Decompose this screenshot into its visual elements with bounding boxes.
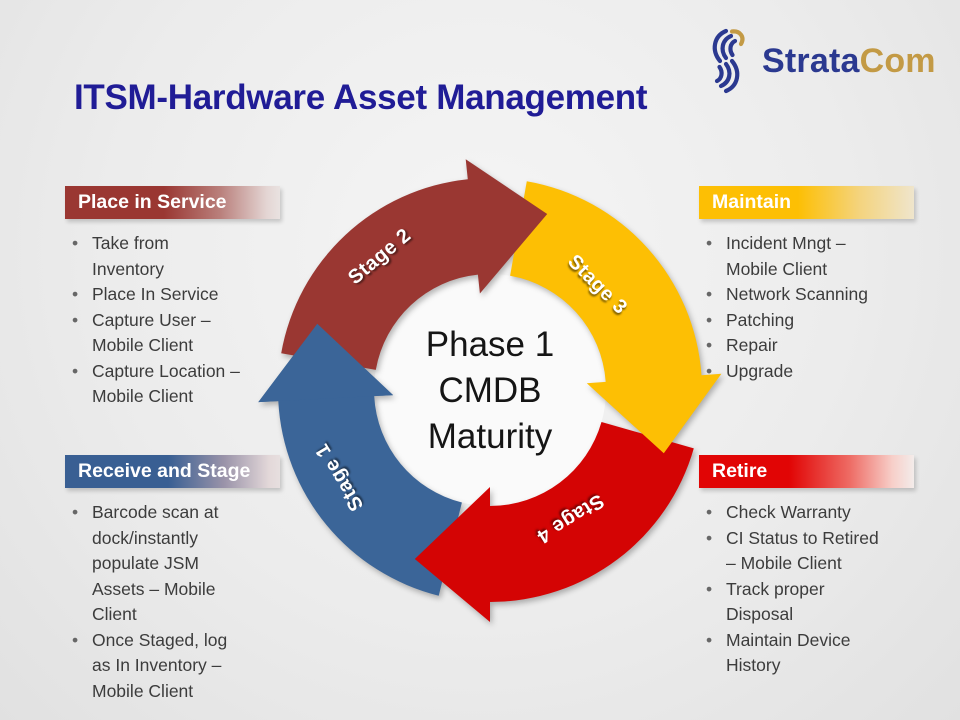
- bullet-item: Patching: [699, 308, 873, 334]
- panel-header: Receive and Stage: [65, 455, 280, 488]
- bullet-list: Incident Mngt – Mobile ClientNetwork Sca…: [699, 231, 873, 384]
- stage-1-arrowhead: [258, 323, 394, 403]
- bullet-item: CI Status to Retired – Mobile Client: [699, 526, 885, 577]
- panel-retire: Retire Check WarrantyCI Status to Retire…: [699, 455, 919, 679]
- stage-3-arrow: [510, 181, 722, 454]
- bullet-item: Take from Inventory: [65, 231, 241, 282]
- bullet-item: Track proper Disposal: [699, 577, 885, 628]
- bullet-item: Check Warranty: [699, 500, 885, 526]
- panel-header: Maintain: [699, 186, 914, 219]
- bullet-item: Once Staged, log as In Inventory – Mobil…: [65, 628, 237, 705]
- ring-center-circle: [374, 274, 606, 506]
- logo-text-com: Com: [859, 42, 936, 80]
- bullet-item: Barcode scan at dock/instantly populate …: [65, 500, 237, 628]
- stratacom-logo-icon: [712, 28, 745, 94]
- ring-center-text: Phase 1 CMDB Maturity: [330, 322, 650, 460]
- bullet-list: Barcode scan at dock/instantly populate …: [65, 500, 237, 704]
- stage-2-arrow: [281, 159, 548, 370]
- page-title: ITSM-Hardware Asset Management: [74, 78, 648, 117]
- stage-4-arrow: [414, 422, 694, 622]
- center-line-maturity: Maturity: [427, 417, 553, 456]
- bullet-item: Place In Service: [65, 282, 241, 308]
- panel-receive-and-stage: Receive and Stage Barcode scan at dock/i…: [65, 455, 285, 704]
- bullet-item: Incident Mngt – Mobile Client: [699, 231, 873, 282]
- bullet-item: Maintain Device History: [699, 628, 885, 679]
- panel-maintain: Maintain Incident Mngt – Mobile ClientNe…: [699, 186, 919, 384]
- stratacom-logo-text: StrataCom: [762, 42, 936, 81]
- panel-header: Retire: [699, 455, 914, 488]
- bullet-item: Capture Location – Mobile Client: [65, 359, 241, 410]
- bullet-item: Upgrade: [699, 359, 873, 385]
- bullet-item: Capture User – Mobile Client: [65, 308, 241, 359]
- panel-header: Place in Service: [65, 186, 280, 219]
- center-line-phase: Phase 1: [425, 325, 555, 364]
- center-line-cmdb: CMDB: [438, 371, 542, 410]
- bullet-item: Network Scanning: [699, 282, 873, 308]
- bullet-list: Take from InventoryPlace In ServiceCaptu…: [65, 231, 241, 410]
- panel-place-in-service: Place in Service Take from InventoryPlac…: [65, 186, 285, 410]
- logo-text-strata: Strata: [762, 42, 860, 80]
- bullet-list: Check WarrantyCI Status to Retired – Mob…: [699, 500, 885, 679]
- bullet-item: Repair: [699, 333, 873, 359]
